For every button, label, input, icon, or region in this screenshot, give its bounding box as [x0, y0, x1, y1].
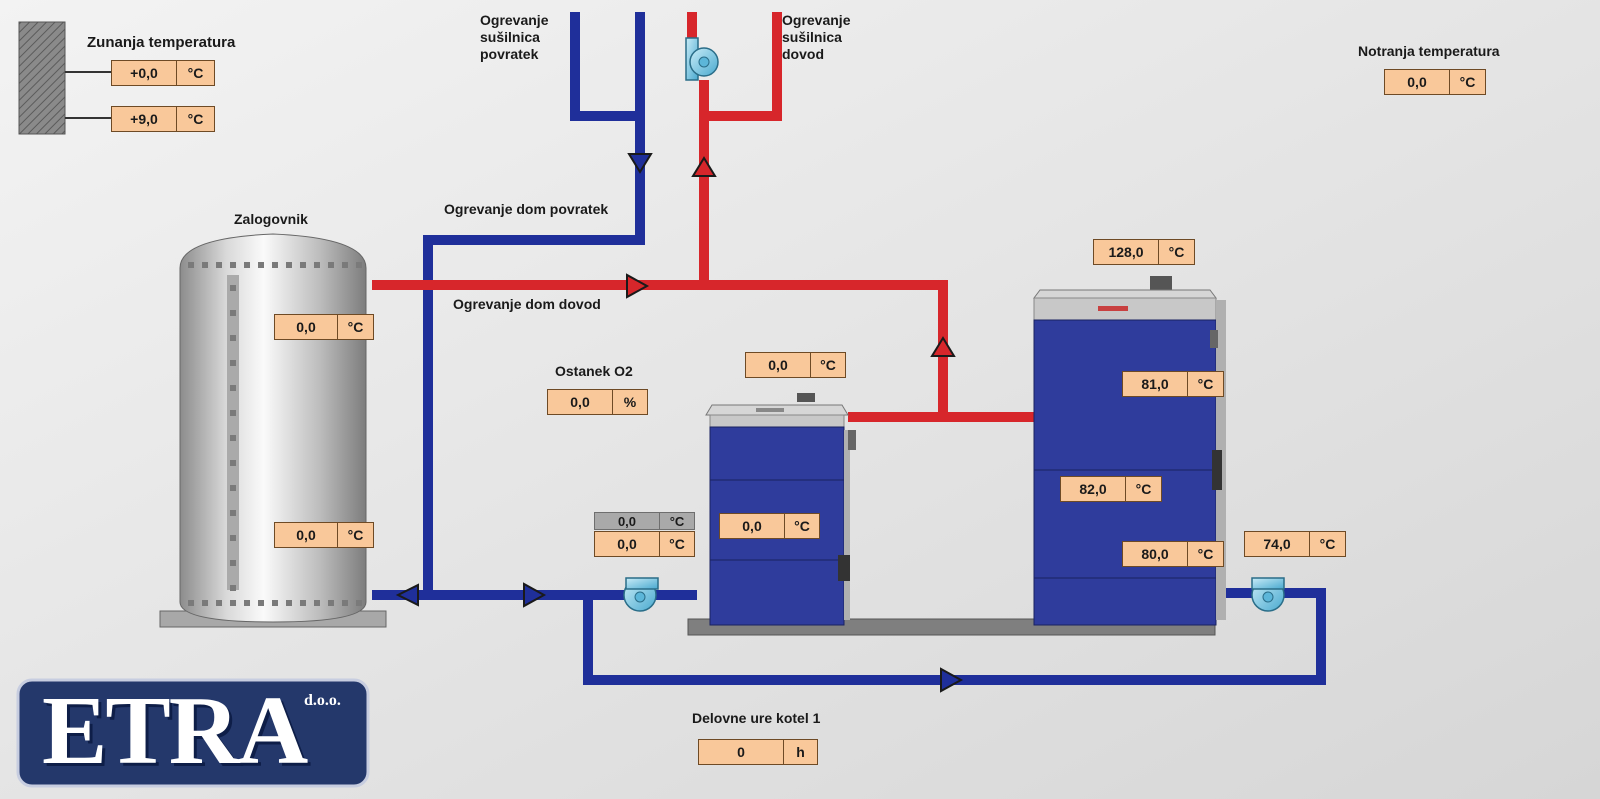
reading-unit: °C [1135, 481, 1152, 497]
inside-temp-label: Notranja temperatura [1358, 43, 1500, 59]
reading-unit: °C [1168, 244, 1185, 260]
reading-value: +0,0 [112, 61, 177, 85]
large-boiler-upper-reading: 81,0 °C [1122, 371, 1224, 397]
outside-wall-icon [18, 21, 112, 135]
o2-label: Ostanek O2 [555, 363, 633, 379]
tank-bottom-reading: 0,0 °C [274, 522, 374, 548]
left-pump-temp-reading: 0,0 °C [594, 531, 695, 557]
outside-temp-label: Zunanja temperatura [87, 34, 236, 51]
reading-value: 128,0 [1094, 240, 1159, 264]
left-pump-setpoint-reading: 0,0 °C [594, 512, 695, 530]
small-boiler-temp-reading: 0,0 °C [719, 513, 820, 539]
reading-value: 74,0 [1245, 532, 1310, 556]
reading-unit: °C [794, 518, 810, 534]
reading-value: 0,0 [595, 513, 660, 529]
dryer-supply-label: Ogrevanje sušilnica dovod [782, 12, 851, 62]
pump-icon [623, 577, 659, 612]
tank-top-reading: 0,0 °C [274, 314, 374, 340]
boiler-small-icon [705, 393, 856, 626]
reading-unit: °C [347, 527, 364, 543]
reading-unit: °C [1197, 546, 1214, 562]
boiler-hours-reading: 0 h [698, 739, 818, 765]
logo-subtext: d.o.o. [304, 692, 341, 709]
reading-unit: °C [187, 111, 204, 127]
flow-arrow-icon [395, 153, 964, 693]
reading-value: 0,0 [275, 523, 338, 547]
tank-label: Zalogovnik [234, 211, 308, 227]
reading-unit: °C [1319, 536, 1336, 552]
home-return-label: Ogrevanje dom povratek [444, 201, 609, 217]
reading-unit: °C [669, 536, 685, 552]
logo-text: ETRA [42, 677, 308, 785]
outside-temp-2-reading: +9,0 °C [111, 106, 215, 132]
boiler-large-icon [1033, 276, 1226, 626]
o2-reading: 0,0 % [547, 389, 648, 415]
pump-icon [685, 37, 719, 81]
reading-unit: h [796, 744, 805, 760]
large-boiler-middle-reading: 82,0 °C [1060, 476, 1162, 502]
reading-value: 81,0 [1123, 372, 1188, 396]
reading-value: +9,0 [112, 107, 177, 131]
large-boiler-flue-reading: 128,0 °C [1093, 239, 1195, 265]
reading-value: 0,0 [720, 514, 785, 538]
reading-value: 80,0 [1123, 542, 1188, 566]
reading-unit: °C [1459, 74, 1476, 90]
outside-temp-1-reading: +0,0 °C [111, 60, 215, 86]
tank-icon [159, 233, 387, 628]
reading-value: 0,0 [595, 532, 660, 556]
reading-value: 0,0 [1385, 70, 1450, 94]
right-pump-temp-reading: 74,0 °C [1244, 531, 1346, 557]
inside-temp-reading: 0,0 °C [1384, 69, 1486, 95]
reading-value: 0,0 [275, 315, 338, 339]
hours-label: Delovne ure kotel 1 [692, 710, 821, 726]
large-boiler-lower-reading: 80,0 °C [1122, 541, 1224, 567]
dryer-return-label: Ogrevanje sušilnica povratek [480, 12, 549, 62]
home-supply-label: Ogrevanje dom dovod [453, 296, 601, 312]
logo-frame [16, 678, 370, 788]
reading-unit: °C [1197, 376, 1214, 392]
reading-unit: °C [820, 357, 836, 373]
reading-value: 0 [699, 740, 784, 764]
reading-unit: °C [187, 65, 204, 81]
small-boiler-flue-reading: 0,0 °C [745, 352, 846, 378]
pump-icon [1251, 577, 1285, 612]
reading-unit: °C [669, 513, 685, 529]
reading-unit: °C [347, 319, 364, 335]
reading-value: 82,0 [1061, 477, 1126, 501]
reading-value: 0,0 [548, 390, 613, 414]
etra-logo: ETRA d.o.o. [18, 677, 368, 786]
reading-unit: % [623, 394, 637, 410]
reading-value: 0,0 [746, 353, 811, 377]
